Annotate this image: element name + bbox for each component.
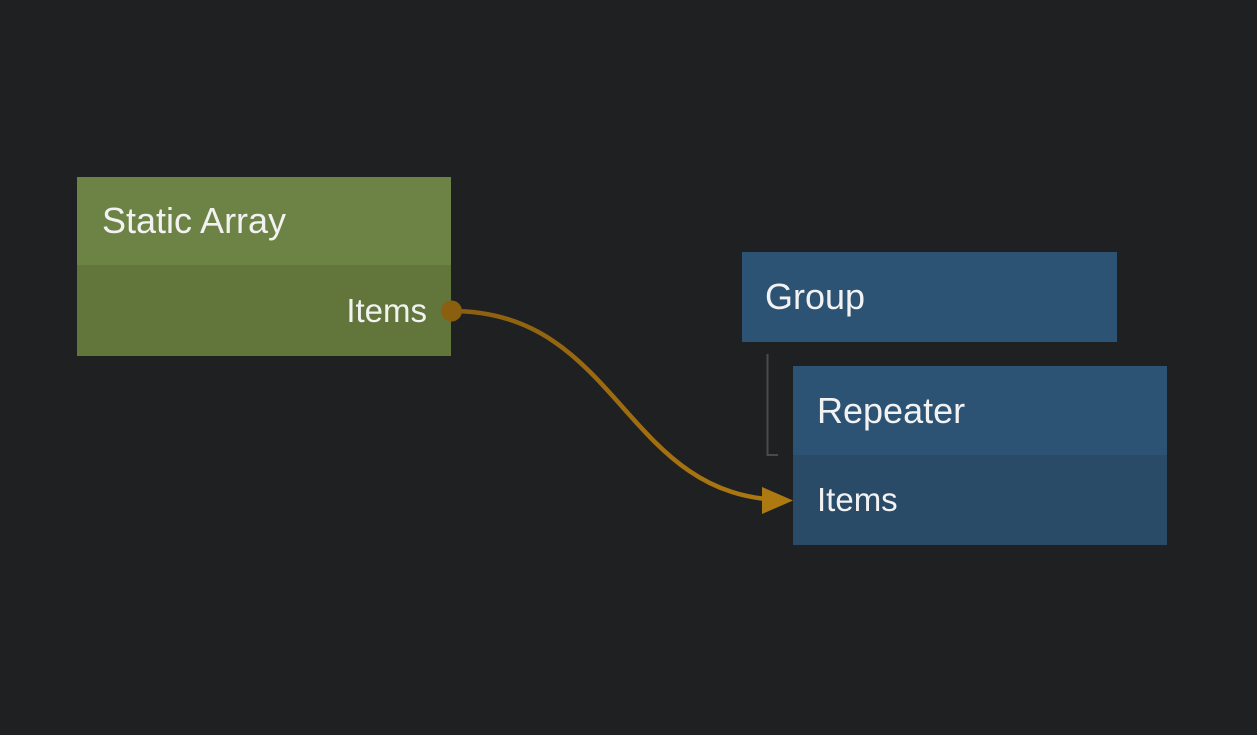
connection-arrowhead-icon [762, 487, 793, 514]
node-repeater-header[interactable]: Repeater [793, 366, 1167, 455]
node-repeater-title: Repeater [817, 389, 966, 431]
node-group-title: Group [765, 276, 866, 317]
group-child-tree-connector [766, 354, 778, 456]
input-port-items-label: Items [817, 481, 898, 518]
connection-wire-items[interactable] [450, 308, 787, 503]
node-repeater[interactable]: Repeater Items [793, 366, 1167, 545]
node-static-array[interactable]: Static Array Items [77, 177, 451, 356]
node-group[interactable]: Group [742, 252, 1117, 342]
node-static-array-body: Items [77, 265, 451, 356]
node-repeater-body[interactable]: Items [793, 455, 1167, 545]
node-static-array-title: Static Array [102, 200, 287, 241]
output-port-items-label: Items [346, 291, 427, 329]
node-static-array-header[interactable]: Static Array [77, 177, 451, 265]
